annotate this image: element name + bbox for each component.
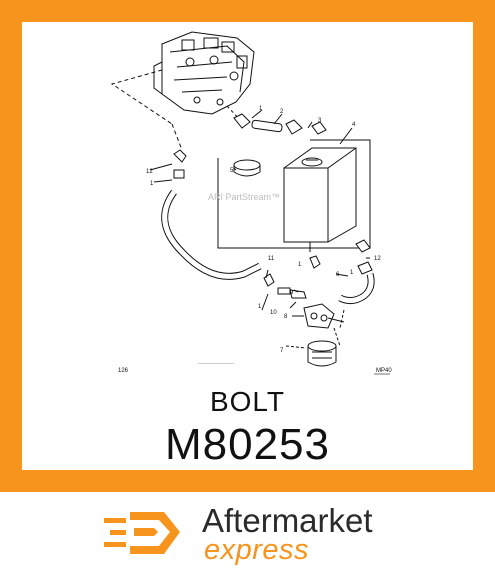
brand-footer: Aftermarket express xyxy=(0,492,495,575)
svg-text:1: 1 xyxy=(298,262,302,268)
svg-text:8: 8 xyxy=(284,314,288,320)
svg-text:11: 11 xyxy=(268,256,275,262)
svg-text:4: 4 xyxy=(352,122,356,128)
lower-fittings xyxy=(263,273,307,299)
orange-frame: 12 1 5 1 2 3 4 11 1 6 12 1 9 10 8 1 7 ——… xyxy=(0,0,495,492)
svg-text:2: 2 xyxy=(280,109,284,115)
parts-diagram: 12 1 5 1 2 3 4 11 1 6 12 1 9 10 8 1 7 ——… xyxy=(110,31,392,375)
svg-text:6: 6 xyxy=(336,272,340,278)
figure-id: MP40 xyxy=(376,368,392,374)
svg-text:9: 9 xyxy=(290,290,294,296)
part-number: M80253 xyxy=(164,420,330,469)
return-hose xyxy=(161,189,262,280)
brand-name-line1: Aftermarket xyxy=(202,502,373,539)
callout-labels: 12 1 5 1 2 3 4 11 1 6 12 1 9 10 8 1 7 ——… xyxy=(146,106,381,365)
transmission-assembly xyxy=(153,31,255,115)
brand-name-line2: express xyxy=(204,534,310,566)
svg-text:10: 10 xyxy=(270,310,277,316)
page-reference: 126 xyxy=(118,368,129,374)
brand-logo-icon xyxy=(104,512,180,554)
watermark: ARI PartStream™ xyxy=(208,192,280,202)
part-name: BOLT xyxy=(209,386,286,417)
product-panel: 12 1 5 1 2 3 4 11 1 6 12 1 9 10 8 1 7 ——… xyxy=(22,22,473,470)
svg-text:12: 12 xyxy=(146,169,153,175)
svg-text:—————————: ————————— xyxy=(198,360,234,365)
filter-housing xyxy=(303,303,345,347)
filter-element xyxy=(285,340,337,367)
tank-cap xyxy=(233,159,261,177)
svg-text:1: 1 xyxy=(150,181,154,187)
reservoir-tank xyxy=(283,147,357,252)
right-elbow xyxy=(355,239,373,275)
svg-text:1: 1 xyxy=(350,270,354,276)
svg-text:3: 3 xyxy=(318,118,322,124)
svg-text:1: 1 xyxy=(259,106,263,112)
svg-text:1: 1 xyxy=(258,304,262,310)
svg-text:12: 12 xyxy=(374,256,381,262)
left-elbow xyxy=(173,149,187,179)
svg-text:7: 7 xyxy=(280,348,284,354)
svg-text:5: 5 xyxy=(230,168,234,174)
